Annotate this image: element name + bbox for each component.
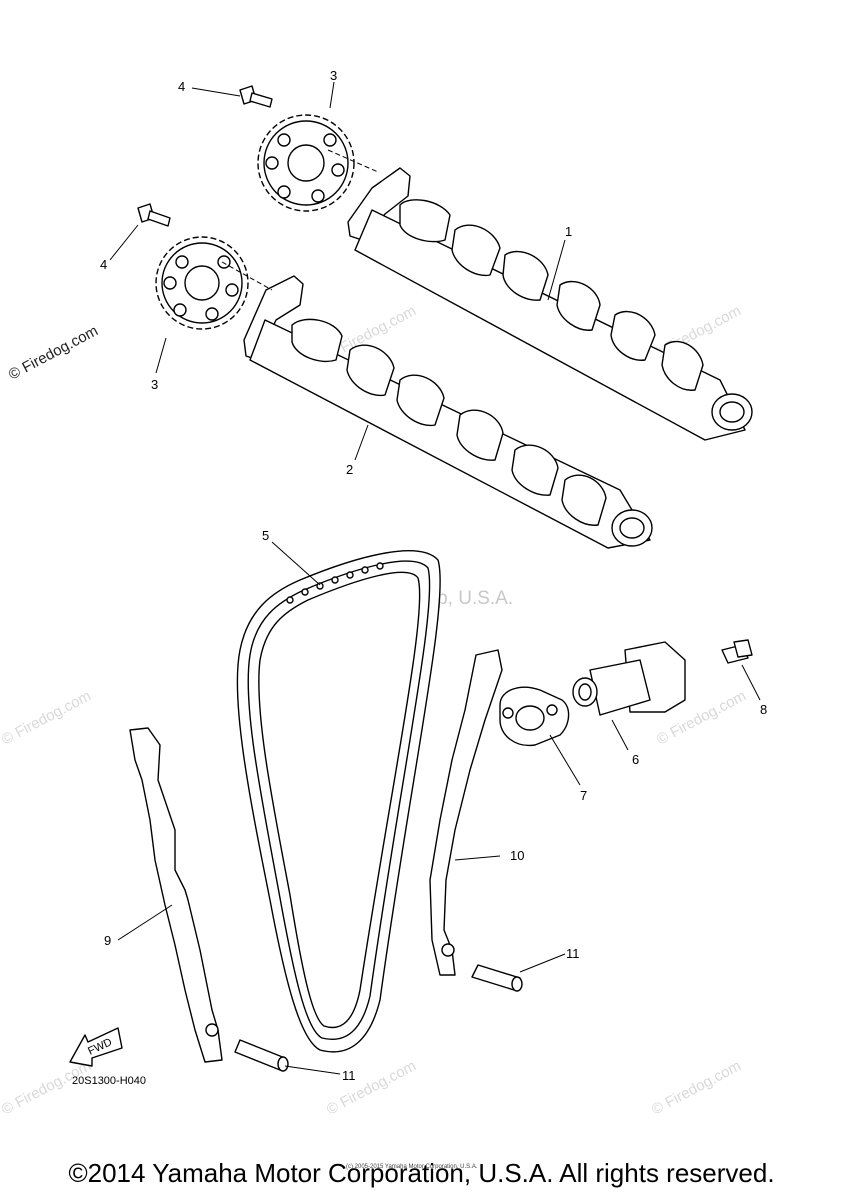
callout-11-left: 11 (342, 1068, 356, 1083)
gasket-7 (499, 686, 570, 747)
callout-10: 10 (510, 848, 524, 863)
watermark-left: © Firedog.com (6, 322, 101, 383)
watermark-tile: © Firedog.com (0, 1057, 94, 1118)
chain-tensioner-6 (572, 641, 686, 716)
chain-guide-10 (429, 649, 503, 976)
callout-11-right: 11 (566, 946, 580, 961)
callout-8: 8 (760, 702, 767, 717)
callout-3-upper: 3 (330, 68, 337, 83)
tiny-copyright: (c) 2005-2015 Yamaha Motor Corporation, … (346, 1164, 478, 1170)
footer-copyright: ©2014 Yamaha Motor Corporation, U.S.A. A… (68, 1158, 775, 1188)
bolt-8 (721, 639, 753, 664)
camshaft-1 (347, 167, 753, 441)
chain-guide-9 (129, 727, 223, 1063)
fwd-arrow-icon: FWD (69, 1027, 123, 1067)
callout-7: 7 (580, 788, 587, 803)
bolt-4-lower (137, 203, 171, 227)
pin-11-left (234, 1039, 289, 1072)
bolt-4-upper (239, 85, 273, 108)
callout-5: 5 (262, 528, 269, 543)
callouts: 1 2 3 3 4 4 5 6 7 8 9 10 11 11 (100, 68, 767, 1083)
callout-3-lower: 3 (151, 377, 158, 392)
cam-sprocket-lower (155, 236, 249, 330)
watermark-tile: © Firedog.com (0, 687, 94, 748)
callout-1: 1 (565, 224, 572, 239)
cam-sprocket-upper (257, 114, 355, 212)
callout-6: 6 (632, 752, 639, 767)
timing-chain-5 (236, 550, 441, 1053)
callout-4-lower: 4 (100, 257, 107, 272)
callout-2: 2 (346, 462, 353, 477)
callout-4-upper: 4 (178, 79, 185, 94)
callout-9: 9 (104, 933, 111, 948)
pin-11-right (471, 964, 523, 992)
camshaft-2 (243, 275, 653, 549)
watermark-tile: © Firedog.com (324, 1057, 419, 1118)
watermark-tile: © Firedog.com (649, 1057, 744, 1118)
leader-lines (109, 81, 761, 1075)
diagram-code: 20S1300-H040 (72, 1075, 146, 1087)
